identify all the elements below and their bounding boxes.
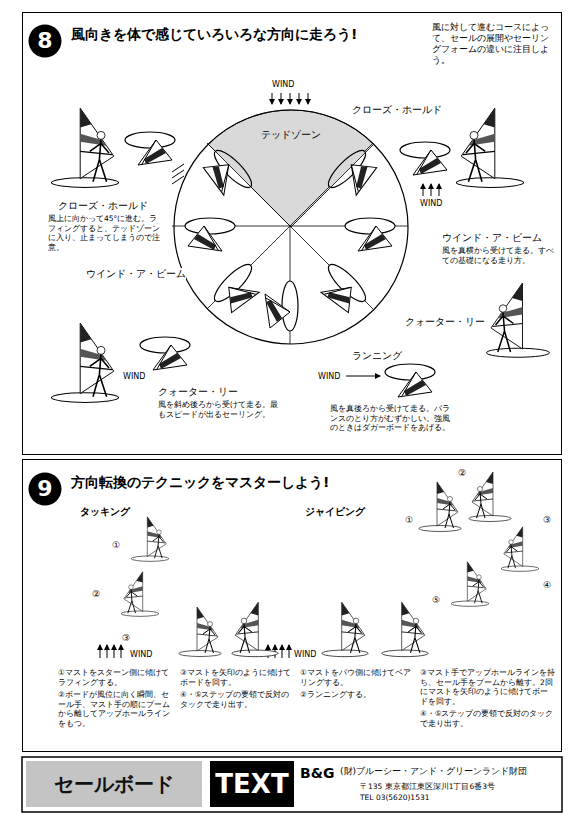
wind-label: WIND: [130, 650, 152, 660]
course-outline: [174, 110, 408, 344]
sailor-figure: [456, 108, 523, 187]
board-top-view: [265, 281, 298, 331]
note: 風に対して進むコースによって、セールの展開やセーリングフォームの違いに注目しよう…: [432, 22, 554, 66]
sailor-figure: [487, 283, 550, 357]
step-text: ④・⑤ステップの要領で反対のタックで走り出す。: [180, 690, 295, 709]
sailor-figure: [419, 482, 461, 532]
callout-number: ③: [543, 515, 551, 527]
course-name: ウインド・ア・ビーム: [442, 232, 542, 244]
address: 〒135 東京都江東区深川1丁目6番3号: [360, 782, 495, 792]
wind-lines: [172, 164, 184, 184]
footer-frame: [22, 757, 562, 812]
board-top-view: [140, 337, 190, 370]
wind-label: WIND: [123, 372, 145, 382]
callout-number: ①: [112, 540, 120, 552]
board-top-view: [345, 218, 395, 251]
phone: TEL 03(5620)1531: [360, 793, 429, 803]
section-title: 風向きを体で感じていろいろな方向に走ろう!: [71, 26, 357, 44]
course-name: ウインド・ア・ビーム: [86, 268, 186, 280]
step-text: ④・⑤ステップの要領で反対のタックで走り出す。: [420, 709, 555, 728]
course-name: ランニング: [352, 350, 402, 362]
course-note: 風を斜め後ろから受けて走る。最もスピードが出るセーリング。: [158, 400, 283, 419]
board-top-view: [210, 260, 269, 319]
sailor-figure: [322, 602, 368, 656]
section-number-text: 8: [28, 27, 62, 55]
logo-text: B&G: [300, 765, 334, 783]
logo-text: セールボード: [54, 772, 174, 797]
sailor-figure: [51, 323, 118, 402]
wind-label: WIND: [294, 650, 316, 660]
course-note: 風を真横から受けて走る。すべての基礎になる走り方。: [442, 246, 554, 265]
step-text: ①マストをバウ側に傾けてベアリングする。: [300, 668, 412, 687]
callout-number: ④: [543, 580, 551, 592]
sailor-figure: [469, 472, 511, 522]
organization-name: (財)ブルーシー・アンド・グリーンランド財団: [340, 766, 527, 778]
sailor-figure: [232, 602, 278, 656]
logo-box: TEXT: [210, 761, 294, 807]
step-text: ①マストをスターン側に傾けてラフィングする。: [58, 668, 176, 687]
sailor-figure: [451, 562, 489, 607]
wind-arrows: [100, 93, 439, 658]
section-number: 8: [28, 24, 62, 58]
sailor-figure: [51, 108, 118, 187]
board-top-view: [185, 218, 235, 251]
board-top-view: [400, 142, 450, 175]
badge-disc: [29, 25, 62, 58]
logo-box: セールボード: [26, 761, 202, 807]
course-note: 風を真後ろから受けて走る。バランスのとり方がむずかしい。強風のときはダガーボード…: [330, 404, 455, 433]
section-number: 9: [28, 472, 62, 506]
technique-name: タッキング: [80, 506, 130, 519]
callout-number: ②: [458, 468, 466, 480]
step-text: ③マスト手でアップホールラインを持ち、セール手をブームから離す。2回にマストを矢…: [420, 668, 555, 706]
sailor-figure: [131, 517, 169, 562]
logo-text: TEXT: [215, 768, 288, 801]
step-text: ②ランニングする。: [300, 690, 412, 700]
section-number-text: 9: [28, 475, 62, 503]
course-name: クローズ・ホールド: [352, 104, 442, 116]
course-name: クォーター・リー: [405, 316, 485, 328]
callout-number: ③: [122, 633, 130, 645]
dead-zone-circle: テッドゾーン: [173, 109, 409, 345]
section-title: 方向転換のテクニックをマスターしよう!: [71, 474, 329, 492]
sailor-figure: [179, 607, 221, 657]
step-text: ②ボードが風位に向く瞬間、セール手、マスト手の順にブームから離してアップホールラ…: [58, 690, 176, 728]
sailor-figure: [501, 527, 539, 572]
course-note: 風上に向かって45°に進む。ラフィングすると、テッドゾーンに入り、止まってしまう…: [48, 214, 160, 252]
wind-label: WIND: [420, 199, 442, 209]
sailor-figure: [121, 572, 159, 617]
step-text: ③マストを矢印のように傾けてボードを回す。: [180, 668, 295, 687]
wind-label: WIND: [272, 80, 294, 90]
course-name: クォーター・リー: [158, 386, 238, 398]
board-top-view: [312, 260, 371, 319]
badge-disc: [29, 473, 62, 506]
callout-number: ①: [405, 515, 413, 527]
course-name: クローズ・ホールド: [58, 200, 148, 212]
wind-label: WIND: [318, 372, 340, 382]
board-top-view: [125, 132, 175, 165]
board-top-view: [385, 364, 435, 397]
course-circle: [173, 109, 409, 345]
sailor-figure: [382, 602, 428, 656]
zone-name: テッドゾーン: [173, 129, 409, 141]
dead-zone-wedge: [208, 110, 373, 227]
callout-number: ②: [92, 589, 100, 601]
callout-number: ⑤: [432, 595, 440, 607]
technique-name: ジャイビング: [305, 506, 365, 519]
